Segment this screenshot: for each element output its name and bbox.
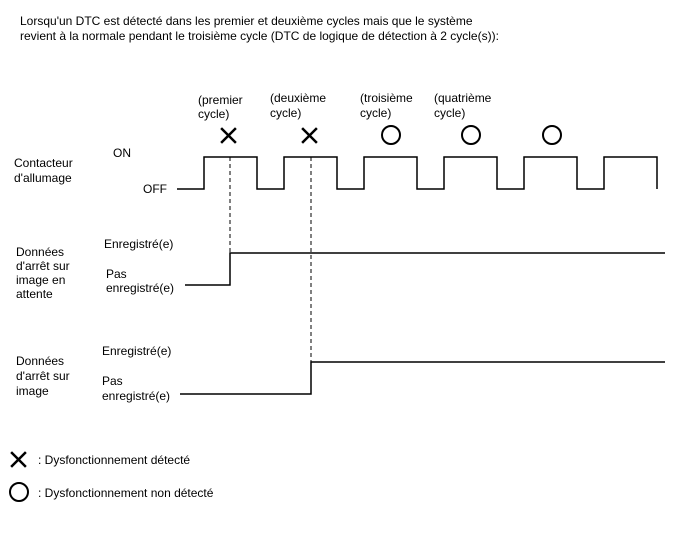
header-line-1: Lorsqu'un DTC est détecté dans les premi… [20,14,473,28]
legend-circle-text: : Dysfonctionnement non détecté [38,486,214,500]
ignition-label-line-2: d'allumage [14,171,72,185]
cycle-2-label-line-2: cycle) [270,106,301,120]
legend-cross-icon [10,451,27,468]
pending-freeze-label-line-2: d'arrêt sur [16,259,70,273]
cycle-labels: (premier cycle) (deuxième cycle) (troisi… [198,91,492,121]
cycle-1-label-line-1: (premier [198,93,243,107]
legend-circle-icon [9,482,29,502]
cycle-1-cross-icon [220,127,237,144]
ignition-waveform [177,156,658,190]
pending-freeze-label-line-1: Données [16,245,64,259]
cycle-2-cross-icon [301,127,318,144]
freeze-not-stored-line-1: Pas [102,374,123,388]
cycle-3-label-line-1: (troisième [360,91,413,105]
pending-freeze-label-line-3: image en [16,273,65,287]
pending-freeze-not-stored-line-2: enregistré(e) [106,281,174,295]
cycle-4-circle-icon [461,125,481,145]
ignition-off-label: OFF [143,182,167,196]
ignition-label-line-1: Contacteur [14,156,73,170]
freeze-label-line-1: Données [16,354,64,368]
cycle-4-label-line-2: cycle) [434,106,465,120]
freeze-label-line-2: d'arrêt sur [16,369,70,383]
freeze-waveform [180,361,665,395]
pending-freeze-stored-label: Enregistré(e) [104,237,173,251]
pending-freeze-waveform [185,252,665,286]
freeze-stored-label: Enregistré(e) [102,344,171,358]
cycle-4-label-line-1: (quatrième [434,91,492,105]
legend-cross-text: : Dysfonctionnement détecté [38,453,190,467]
freeze-not-stored-line-2: enregistré(e) [102,389,170,403]
cycle-1-label-line-2: cycle) [198,107,229,121]
header-line-2: revient à la normale pendant le troisièm… [20,29,499,43]
pending-freeze-not-stored-line-1: Pas [106,267,127,281]
cycle-2-label-line-1: (deuxième [270,91,326,105]
cycle-3-circle-icon [381,125,401,145]
cycle-3-label-line-2: cycle) [360,106,391,120]
freeze-label-line-3: image [16,384,49,398]
pending-freeze-label-line-4: attente [16,287,53,301]
ignition-on-label: ON [113,146,131,160]
cycle-5-circle-icon [542,125,562,145]
